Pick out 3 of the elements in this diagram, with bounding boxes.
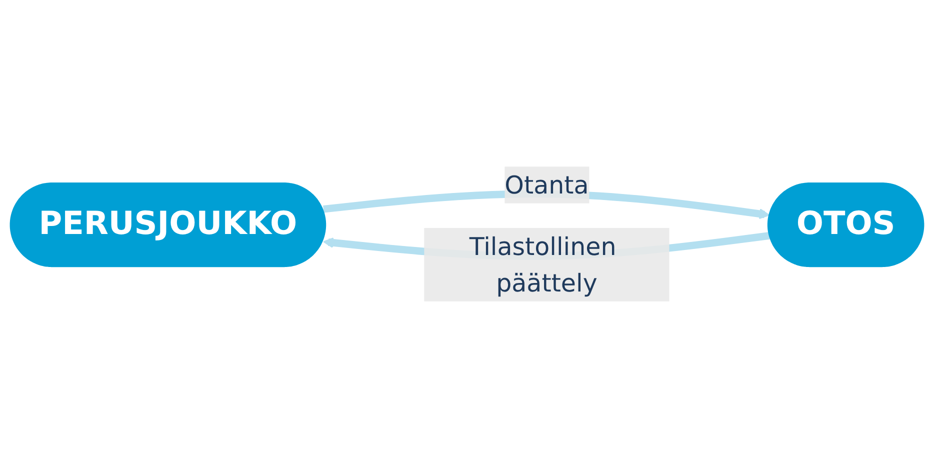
edge-label: Tilastollinen päättely — [469, 232, 616, 298]
edge-label: Otanta — [504, 170, 589, 200]
node-box: PERUSJOUKKO — [10, 182, 326, 268]
